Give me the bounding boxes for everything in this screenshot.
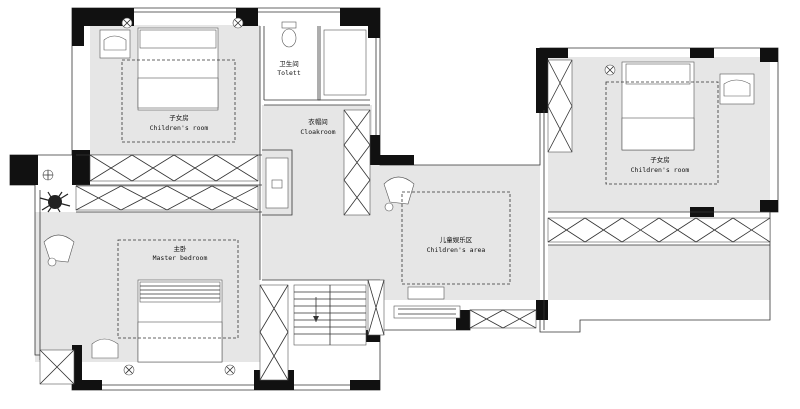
toilet-en: Tolett — [277, 69, 301, 77]
plant-icon — [39, 191, 71, 213]
children-area-zh: 儿童娱乐区 — [440, 235, 473, 244]
children-room-left-en: Children's room — [150, 124, 209, 132]
chairs — [43, 29, 755, 359]
toilet-fixtures — [265, 21, 367, 209]
staircase — [293, 284, 367, 346]
beds — [137, 27, 695, 363]
master-bedroom-en: Master bedroom — [153, 254, 208, 262]
master-bedroom-zh: 主卧 — [174, 244, 188, 253]
zone-outlines — [117, 59, 719, 339]
children-area-en: Children's area — [427, 246, 486, 254]
children-room-right-zh: 子女房 — [650, 155, 670, 164]
toilet-zh: 卫生间 — [279, 59, 299, 68]
cloakroom-zh: 衣帽间 — [308, 117, 328, 126]
ceiling-lights — [42, 17, 616, 376]
cloakroom-en: Cloakroom — [300, 128, 335, 136]
wardrobes — [39, 59, 771, 385]
children-room-left-zh: 子女房 — [169, 113, 189, 122]
children-room-right-en: Children's room — [631, 166, 690, 174]
room-labels: 子女房 Children's room 卫生间 Tolett 衣帽间 Cloak… — [150, 59, 690, 262]
